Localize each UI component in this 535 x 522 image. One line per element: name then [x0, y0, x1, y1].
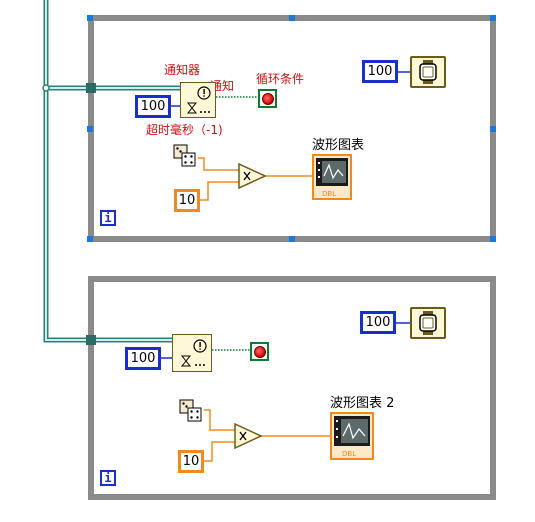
waveform-chart-icon [334, 416, 370, 446]
iteration-terminal: i [100, 470, 116, 486]
dice-icon [173, 144, 196, 167]
multiply-node[interactable] [234, 422, 263, 450]
random-number-node[interactable] [178, 398, 204, 424]
chart-type-tag: DBL [322, 190, 337, 198]
wristwatch-icon [419, 60, 437, 84]
loop-condition-label: 循环条件 [256, 72, 305, 86]
loop-condition-terminal[interactable] [258, 89, 277, 108]
notifier-refnum-wire [42, 0, 180, 343]
waveform-chart-terminal[interactable]: DBL [330, 412, 374, 460]
wristwatch-icon [419, 311, 437, 335]
stop-button-icon [261, 92, 274, 105]
multiply-triangle-icon [238, 162, 267, 190]
loop2-double-wires [202, 409, 330, 462]
loop-condition-terminal[interactable] [250, 342, 269, 361]
waveform-chart-terminal[interactable]: DBL [312, 154, 352, 200]
multiplier-constant[interactable]: 10 [178, 450, 204, 473]
multiply-node[interactable] [238, 162, 267, 190]
loop1-double-wires [196, 157, 312, 201]
chart-label: 波形图表 2 [330, 396, 395, 411]
chart-type-tag: DBL [342, 450, 357, 458]
multiply-triangle-icon [234, 422, 263, 450]
exclamation-hourglass-icon [186, 86, 211, 114]
exclamation-hourglass-icon [180, 339, 207, 367]
waveform-chart-icon [316, 158, 348, 186]
wait-on-notification-node[interactable] [180, 82, 216, 118]
wait-ms-node[interactable] [410, 307, 446, 339]
timeout-constant[interactable]: 100 [125, 347, 161, 370]
wait-on-notification-node[interactable] [172, 334, 212, 372]
multiplier-constant[interactable]: 10 [174, 189, 200, 212]
wait-ms-constant[interactable]: 100 [360, 311, 396, 334]
loop1-refnum-tunnel [86, 83, 96, 93]
iteration-terminal: i [100, 210, 116, 226]
wait-ms-node[interactable] [410, 56, 446, 88]
loop2-refnum-tunnel [86, 335, 96, 345]
wait-ms-constant[interactable]: 100 [362, 60, 398, 83]
random-number-node[interactable] [172, 143, 198, 169]
loop2-numeric-wires [160, 322, 410, 359]
chart-label: 波形图表 [312, 138, 365, 153]
notifier-input-label: 通知器 [164, 63, 201, 77]
dice-icon [179, 399, 202, 422]
stop-button-icon [253, 345, 266, 358]
timeout-constant[interactable]: 100 [135, 95, 171, 118]
notification-output-label: 通知 [210, 79, 235, 93]
timeout-input-label: 超时毫秒（-1) [146, 123, 223, 137]
